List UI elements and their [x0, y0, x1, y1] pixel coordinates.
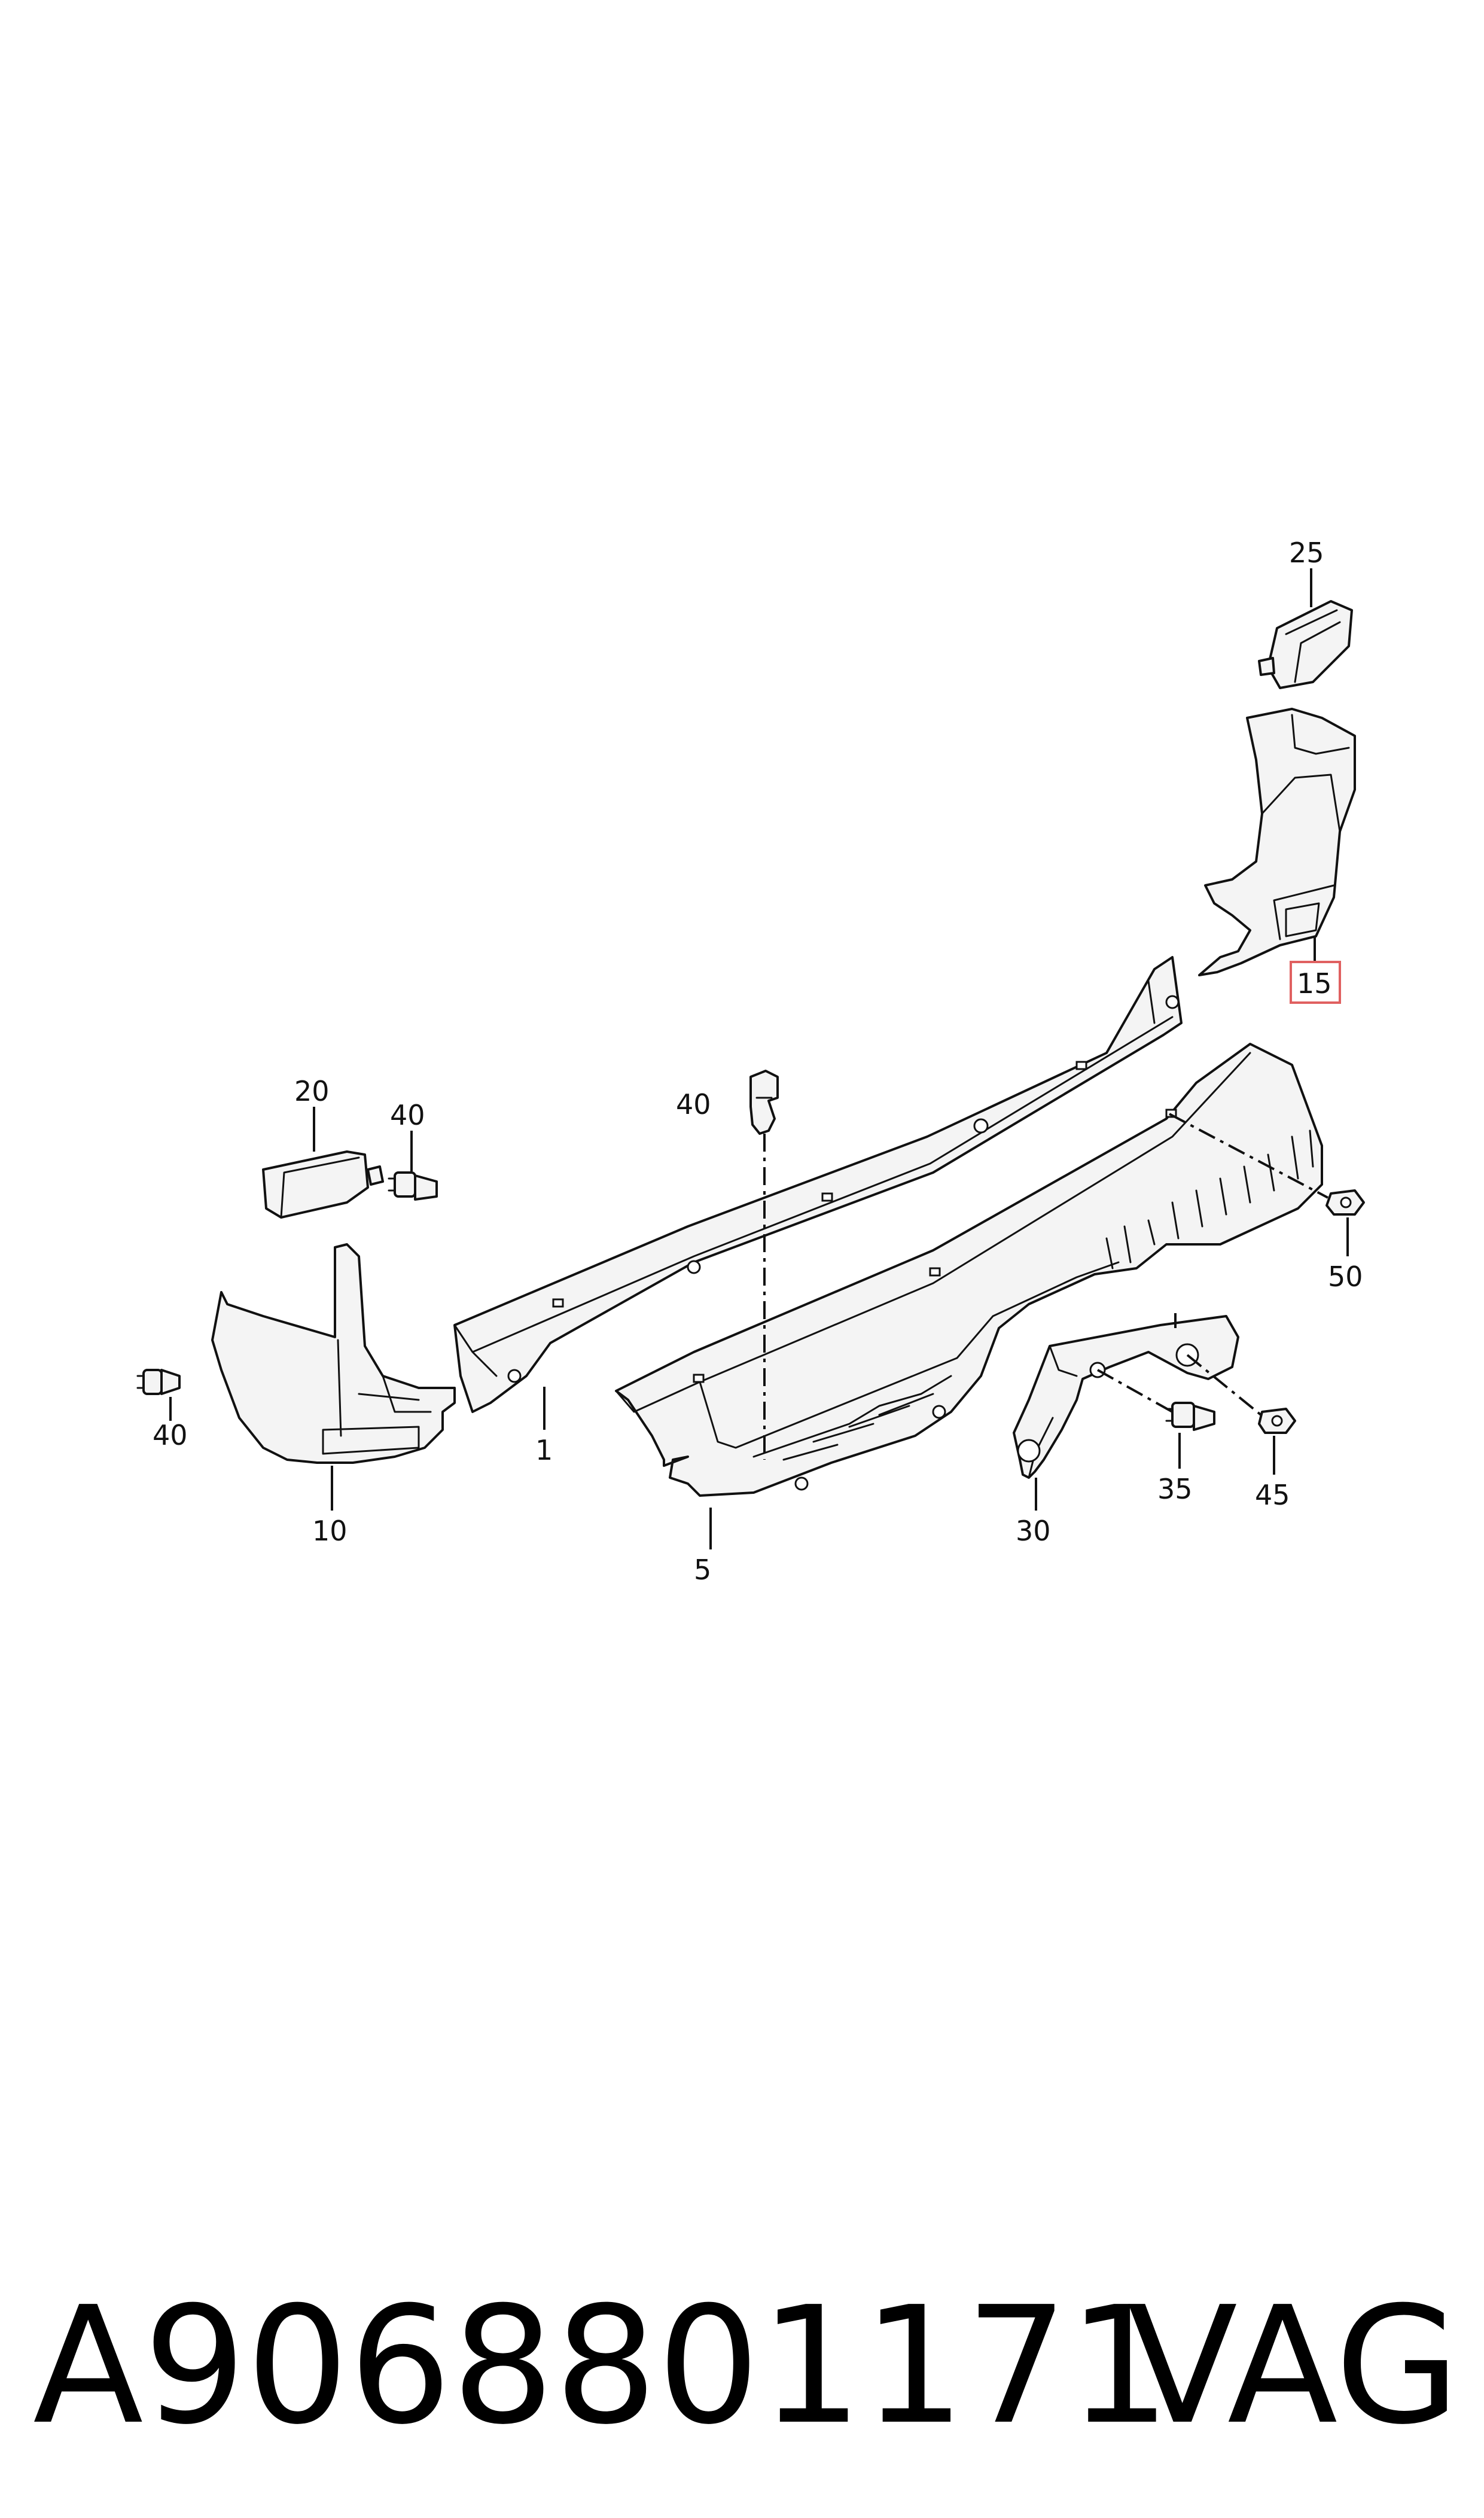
fastener-40-left[interactable]	[136, 1369, 181, 1395]
footer: A9068801171 VAG	[0, 2213, 1484, 2518]
part-15-corner-cap[interactable]	[1198, 708, 1356, 976]
callout-25: 25	[1289, 537, 1324, 569]
part-20-bracket[interactable]	[262, 1150, 384, 1219]
callout-40-left: 40	[153, 1419, 188, 1451]
parts-diagram: 1 5 10 15 20 25 30 35 40 40 40 45 50	[136, 537, 1365, 1586]
callout-20: 20	[294, 1075, 330, 1107]
part-10-corner-cap[interactable]	[211, 1243, 456, 1464]
callout-15: 15	[1297, 967, 1332, 1000]
callout-35: 35	[1157, 1473, 1193, 1505]
callout-40-center: 40	[676, 1088, 711, 1121]
fastener-45-screw[interactable]	[1258, 1408, 1296, 1434]
part-number: A9068801171	[33, 2272, 1171, 2460]
callout-30: 30	[1016, 1515, 1051, 1547]
fastener-50-screw[interactable]	[1325, 1189, 1365, 1216]
part-1-carrier-rail[interactable]	[453, 956, 1183, 1413]
callout-15-highlight	[1290, 961, 1341, 1004]
fastener-40-upper-left[interactable]	[388, 1171, 438, 1201]
part-30-support-strut[interactable]	[1013, 1315, 1239, 1479]
callout-10: 10	[312, 1515, 348, 1547]
callout-1: 1	[535, 1434, 553, 1466]
part-25-bracket[interactable]	[1258, 600, 1353, 689]
callout-5: 5	[694, 1554, 711, 1586]
callout-40-upper-left: 40	[390, 1099, 425, 1131]
callout-50: 50	[1328, 1260, 1363, 1293]
brand-name: VAG	[1127, 2272, 1460, 2460]
fastener-40-center[interactable]	[749, 1070, 779, 1135]
callout-45: 45	[1255, 1479, 1290, 1511]
part-5-bumper-step[interactable]	[615, 1043, 1323, 1497]
fastener-35-clip[interactable]	[1165, 1402, 1215, 1431]
